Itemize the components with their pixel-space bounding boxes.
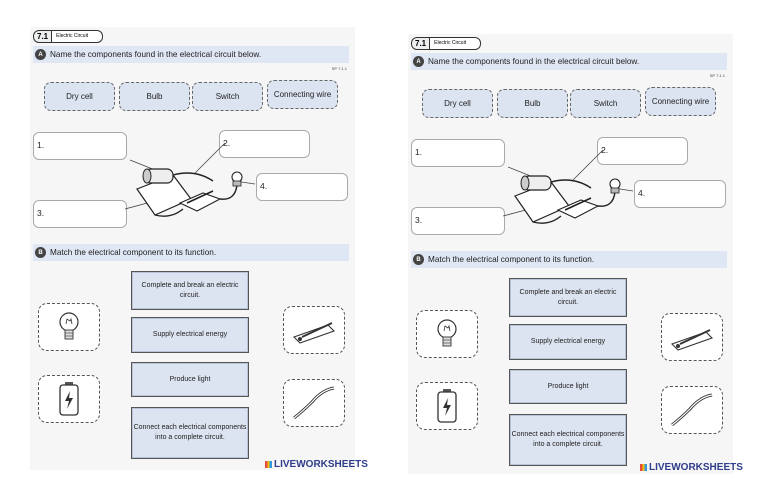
wire-icon <box>293 386 335 420</box>
blank-label-3: 3. <box>37 208 45 218</box>
tag: 7.1 Electric Circuit <box>33 30 104 43</box>
component-bulb[interactable]: Bulb <box>497 89 568 118</box>
section-a-badge: A <box>35 49 46 60</box>
component-switch[interactable]: Switch <box>192 82 263 111</box>
section-a-code: SP 7.1.1 <box>331 66 347 71</box>
blank-label-1: 1. <box>37 140 45 150</box>
section-b-title: Match the electrical component to its fu… <box>50 248 217 257</box>
worksheet-right: 7.1 Electric Circuit A Name the componen… <box>408 34 733 474</box>
section-a-code: SP 7.1.1 <box>709 73 725 78</box>
blank-label-2: 2. <box>223 138 231 148</box>
blank-label-4: 4. <box>260 181 268 191</box>
bulb-picture-box[interactable] <box>416 310 478 358</box>
component-switch[interactable]: Switch <box>570 89 641 118</box>
function-energy-box[interactable]: Supply electrical energy <box>509 324 627 360</box>
section-b-title: Match the electrical component to its fu… <box>428 255 595 264</box>
wire-picture-box[interactable] <box>283 379 345 427</box>
component-dry-cell[interactable]: Dry cell <box>44 82 115 111</box>
function-switch-box[interactable]: Complete and break an electric circuit. <box>509 278 627 317</box>
answer-blank-1[interactable] <box>411 139 505 167</box>
section-a-header: A Name the components found in the elect… <box>411 53 727 70</box>
switch-picture-box[interactable] <box>661 313 723 361</box>
watermark-right: LIVEWORKSHEETS <box>640 462 743 473</box>
battery-icon <box>437 389 457 423</box>
bulb-icon <box>437 319 457 347</box>
circuit-illustration <box>125 142 256 217</box>
answer-blank-3[interactable] <box>411 207 505 235</box>
watermark-text: LIVEWORKSHEETS <box>274 459 368 470</box>
function-energy-box[interactable]: Supply electrical energy <box>131 317 249 353</box>
circuit-illustration <box>503 149 634 224</box>
answer-blank-1[interactable] <box>33 132 127 160</box>
liveworksheets-logo-icon <box>640 464 647 471</box>
watermark-left: LIVEWORKSHEETS <box>265 459 368 470</box>
section-b-header: B Match the electrical component to its … <box>33 244 349 261</box>
function-light-box[interactable]: Produce light <box>131 362 249 397</box>
function-switch-box[interactable]: Complete and break an electric circuit. <box>131 271 249 310</box>
battery-picture-box[interactable] <box>416 382 478 430</box>
blank-label-2: 2. <box>601 145 609 155</box>
switch-picture-box[interactable] <box>283 306 345 354</box>
function-wire-box[interactable]: Connect each electrical components into … <box>131 407 249 459</box>
bulb-picture-box[interactable] <box>38 303 100 351</box>
wire-icon <box>671 393 713 427</box>
wire-picture-box[interactable] <box>661 386 723 434</box>
component-bulb[interactable]: Bulb <box>119 82 190 111</box>
blank-label-1: 1. <box>415 147 423 157</box>
switch-icon <box>292 322 336 344</box>
section-a-badge: A <box>413 56 424 67</box>
tag-name: Electric Circuit <box>430 37 482 50</box>
section-a-title: Name the components found in the electri… <box>428 57 640 66</box>
liveworksheets-logo-icon <box>265 461 272 468</box>
component-connecting-wire[interactable]: Connecting wire <box>267 80 338 109</box>
answer-blank-3[interactable] <box>33 200 127 228</box>
switch-icon <box>670 329 714 351</box>
worksheet-left: 7.1 Electric Circuit A Name the componen… <box>30 27 355 470</box>
answer-blank-4[interactable] <box>634 180 726 208</box>
section-b-header: B Match the electrical component to its … <box>411 251 727 268</box>
function-wire-box[interactable]: Connect each electrical components into … <box>509 414 627 466</box>
section-a-header: A Name the components found in the elect… <box>33 46 349 63</box>
blank-label-3: 3. <box>415 215 423 225</box>
answer-blank-2[interactable] <box>597 137 688 165</box>
tag: 7.1 Electric Circuit <box>411 37 482 50</box>
section-a-title: Name the components found in the electri… <box>50 50 262 59</box>
section-b-badge: B <box>35 247 46 258</box>
tag-number: 7.1 <box>411 37 431 50</box>
component-connecting-wire[interactable]: Connecting wire <box>645 87 716 116</box>
section-b-badge: B <box>413 254 424 265</box>
tag-name: Electric Circuit <box>52 30 104 43</box>
component-dry-cell[interactable]: Dry cell <box>422 89 493 118</box>
battery-picture-box[interactable] <box>38 375 100 423</box>
tag-number: 7.1 <box>33 30 53 43</box>
answer-blank-2[interactable] <box>219 130 310 158</box>
function-light-box[interactable]: Produce light <box>509 369 627 404</box>
bulb-icon <box>59 312 79 340</box>
battery-icon <box>59 382 79 416</box>
watermark-text: LIVEWORKSHEETS <box>649 462 743 473</box>
blank-label-4: 4. <box>638 188 646 198</box>
answer-blank-4[interactable] <box>256 173 348 201</box>
